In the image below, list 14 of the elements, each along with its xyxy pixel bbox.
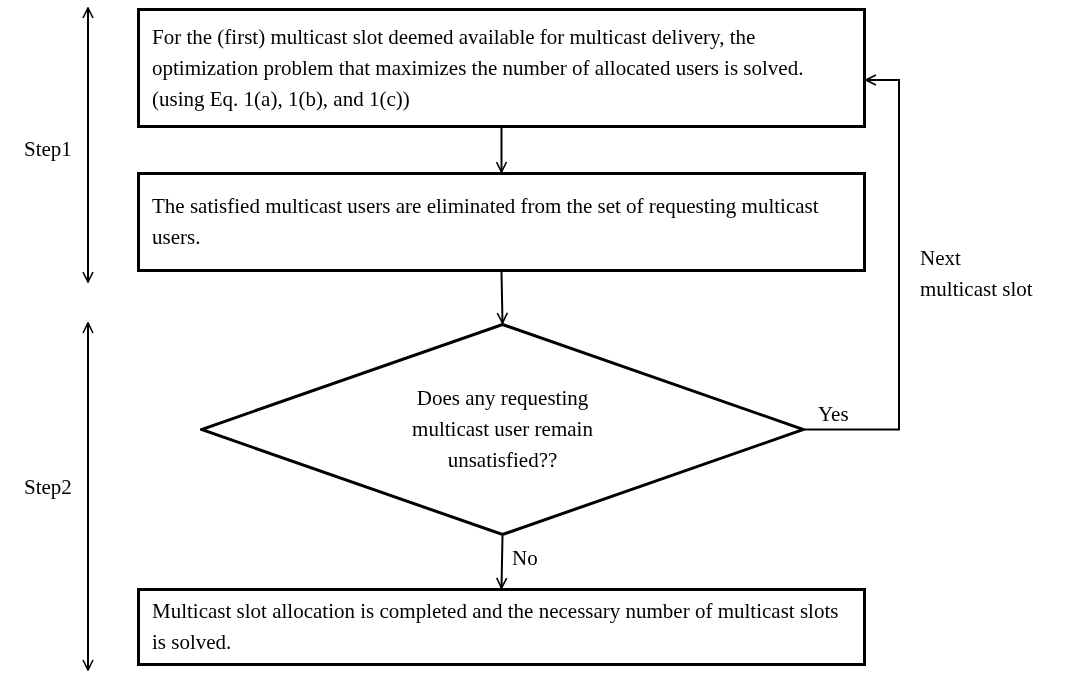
arrow [804,74,900,431]
loop-label: Next multicast slot [920,245,1034,303]
arrow [495,535,508,589]
process-box [137,8,866,128]
step-text: For the (first) multicast slot deemed available for multicast delivery, the optimization problem that maximizes the number of allocated users is solved. (using Eq. 1(a), 1(b), and 1(c)) [152,23,805,113]
arrow [495,127,508,173]
arrow [496,271,509,324]
step-label: Step1 [24,136,72,163]
process-box [137,588,866,666]
step-text: The satisfied multicast users are eliminated from the set of requesting multicast users. [152,193,820,251]
process-box [137,172,866,272]
step-text: Multicast slot allocation is completed and the necessary number of multicast slots is solved. [152,598,840,656]
question-text: Does any requesting multicast user remain unsatisfied?? [411,385,594,474]
step-label: Step2 [24,474,72,501]
